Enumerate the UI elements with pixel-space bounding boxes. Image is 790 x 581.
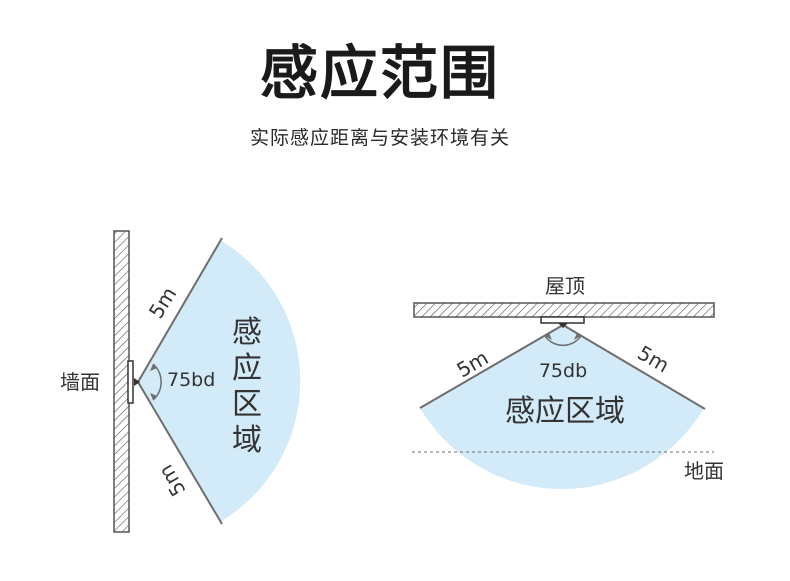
wall-zone-char-4: 域 [232,423,262,458]
ceiling-surface-label: 屋顶 [545,274,585,298]
ceiling-zone-left-edge [419,324,564,409]
wall-angle-arrow-bottom [150,393,157,400]
wall-zone-char-3: 区 [232,387,262,422]
wall-mount-diagram: 墙面 5m 5m 75bd 感 应 区 域 [60,230,301,533]
wall-zone-bottom-edge [137,381,223,525]
ceiling-angle-label: 75db [539,360,587,382]
ceiling-angle-arrow-right [574,333,581,340]
ceiling-zone-right-edge [562,324,706,410]
ceiling-zone-label: 感应区域 [505,394,625,429]
wall-bottom-distance-label: 5m [153,461,190,501]
ceiling-mount-diagram: 屋顶 5m 5m 75db 感应区域 地面 [412,274,724,489]
ceiling-surface [413,302,715,318]
wall-sensor-lens [134,378,140,386]
wall-angle-label: 75bd [167,369,215,391]
wall-surface-label: 墙面 [60,370,100,394]
ceiling-sensing-zone [420,325,704,489]
wall-surface [113,230,130,533]
ceiling-sensor [540,316,585,324]
wall-sensor [127,360,134,404]
floor-label: 地面 [684,459,724,483]
wall-zone-char-2: 应 [232,351,262,386]
page-title: 感应范围 [259,39,500,107]
ceiling-sensor-lens [558,323,568,328]
wall-angle-arrow-top [150,364,157,371]
ceiling-angle-arrow-left [545,333,552,340]
wall-zone-char-1: 感 [232,315,262,350]
ceiling-angle-arc [544,335,582,347]
wall-sensing-zone [138,240,301,522]
wall-zone-top-edge [137,237,223,383]
page-subtitle: 实际感应距离与安装环境有关 [249,127,510,149]
